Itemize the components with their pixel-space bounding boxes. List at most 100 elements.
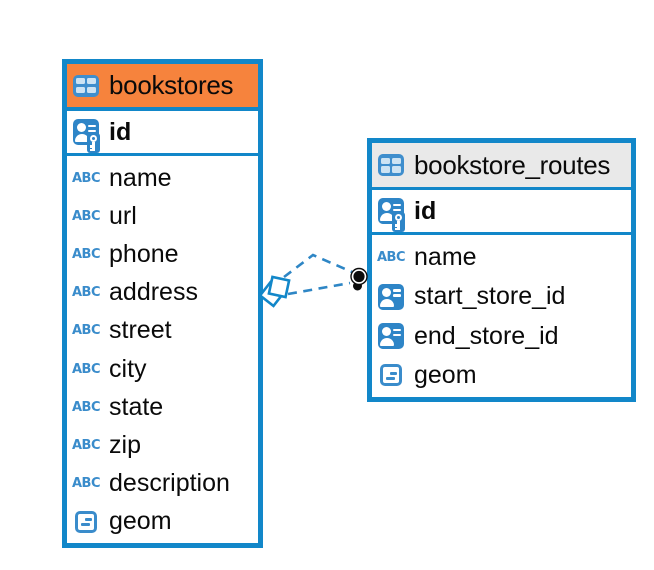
column-row-description[interactable]: ABC description <box>67 465 258 503</box>
column-icon-slot: ABC <box>72 286 101 299</box>
column-icon-slot <box>377 198 405 232</box>
column-label: end_store_id <box>414 321 559 350</box>
table-bookstores[interactable]: bookstores id ABC name ABC url ABC <box>62 59 263 548</box>
column-row-name[interactable]: ABC name <box>372 238 631 277</box>
text-type-icon: ABC <box>72 247 101 262</box>
table-icon-cell <box>392 166 401 173</box>
text-type-icon: ABC <box>72 361 101 377</box>
column-row-state[interactable]: ABC state <box>67 388 258 426</box>
table-bookstore-routes[interactable]: bookstore_routes id ABC name start_store… <box>367 138 636 402</box>
table-title: bookstores <box>109 70 234 100</box>
column-row-geom[interactable]: geom <box>67 503 258 541</box>
column-row-url[interactable]: ABC url <box>67 197 258 235</box>
key-ring <box>89 134 98 143</box>
card-line <box>393 328 401 332</box>
column-icon-slot: ABC <box>377 250 406 266</box>
card-line <box>393 333 401 337</box>
table-header-bookstores[interactable]: bookstores <box>67 64 258 111</box>
relationship-source-marker-diamond[interactable] <box>258 275 291 308</box>
column-label: geom <box>109 507 172 536</box>
key-icon <box>392 212 405 232</box>
person-head <box>77 123 86 132</box>
column-label: description <box>109 469 230 498</box>
column-icon-slot: ABC <box>72 247 101 262</box>
column-icon-slot: ABC <box>72 324 101 337</box>
column-row-id[interactable]: id <box>372 190 631 235</box>
column-icon-slot: ABC <box>72 438 101 454</box>
relationship-target-marker-dots[interactable] <box>350 267 368 293</box>
column-list: ABC name ABC url ABC phone ABC address A… <box>67 156 258 543</box>
column-label: url <box>109 201 137 230</box>
text-type-icon: ABC <box>72 208 101 224</box>
column-label: geom <box>414 360 477 389</box>
text-type-icon: ABC <box>72 438 101 454</box>
text-type-icon: ABC <box>72 476 101 492</box>
geom-dash <box>85 518 92 522</box>
card-line <box>88 129 96 133</box>
column-icon-slot <box>377 323 405 350</box>
card-line <box>393 294 401 297</box>
key-stem <box>397 220 400 230</box>
person-head <box>382 327 391 337</box>
table-icon-cell <box>381 157 390 164</box>
column-label: street <box>109 316 172 345</box>
table-header-bookstore-routes[interactable]: bookstore_routes <box>372 143 631 190</box>
text-type-icon: ABC <box>377 250 406 266</box>
column-icon-slot: ABC <box>72 208 101 224</box>
column-label: id <box>414 196 437 225</box>
card-line <box>88 124 96 128</box>
column-row-start-store-id[interactable]: start_store_id <box>372 277 631 316</box>
table-icon-slot <box>72 74 100 97</box>
key-stem <box>92 141 95 151</box>
reference-type-icon <box>378 323 404 350</box>
column-row-street[interactable]: ABC street <box>67 312 258 350</box>
relationship-line-lower[interactable] <box>287 281 351 296</box>
person-torso <box>380 213 394 221</box>
column-row-geom[interactable]: geom <box>372 356 631 395</box>
column-label: name <box>414 243 477 272</box>
column-label: state <box>109 392 164 421</box>
table-icon-cell <box>76 78 85 85</box>
table-icon-slot <box>377 154 405 176</box>
column-row-end-store-id[interactable]: end_store_id <box>372 317 631 356</box>
column-list: ABC name start_store_id end_store_id geo… <box>372 235 631 397</box>
column-row-phone[interactable]: ABC phone <box>67 235 258 273</box>
table-icon-cell <box>392 157 401 164</box>
geometry-type-icon <box>380 364 402 387</box>
geom-dash <box>80 523 90 527</box>
card-line <box>393 208 401 212</box>
column-label: zip <box>109 431 141 460</box>
person-torso <box>380 298 394 307</box>
relationship-line-upper[interactable] <box>283 253 353 279</box>
column-row-address[interactable]: ABC address <box>67 274 258 312</box>
column-label: city <box>109 354 147 383</box>
person-head <box>382 287 391 297</box>
column-row-id[interactable]: id <box>67 111 258 156</box>
column-row-zip[interactable]: ABC zip <box>67 426 258 464</box>
card-line <box>393 289 401 292</box>
key-ring <box>394 213 403 222</box>
table-icon <box>378 154 404 176</box>
person-head <box>382 202 391 211</box>
key-icon <box>87 133 100 153</box>
key-tooth <box>89 145 93 148</box>
text-type-icon: ABC <box>72 170 101 186</box>
column-icon-slot: ABC <box>72 399 101 415</box>
table-title: bookstore_routes <box>414 149 611 180</box>
column-label: id <box>109 117 132 146</box>
reference-type-icon <box>378 283 404 310</box>
key-tooth <box>89 148 93 152</box>
geometry-type-icon <box>75 510 97 533</box>
geom-dash <box>385 376 395 380</box>
text-type-icon: ABC <box>72 399 101 415</box>
column-row-city[interactable]: ABC city <box>67 350 258 388</box>
table-icon <box>73 74 99 97</box>
column-label: name <box>109 163 172 192</box>
column-label: start_store_id <box>414 282 566 311</box>
column-row-name[interactable]: ABC name <box>67 159 258 197</box>
person-torso <box>75 134 89 142</box>
column-icon-slot <box>377 364 405 387</box>
person-torso <box>380 338 394 347</box>
column-icon-slot <box>377 283 405 310</box>
